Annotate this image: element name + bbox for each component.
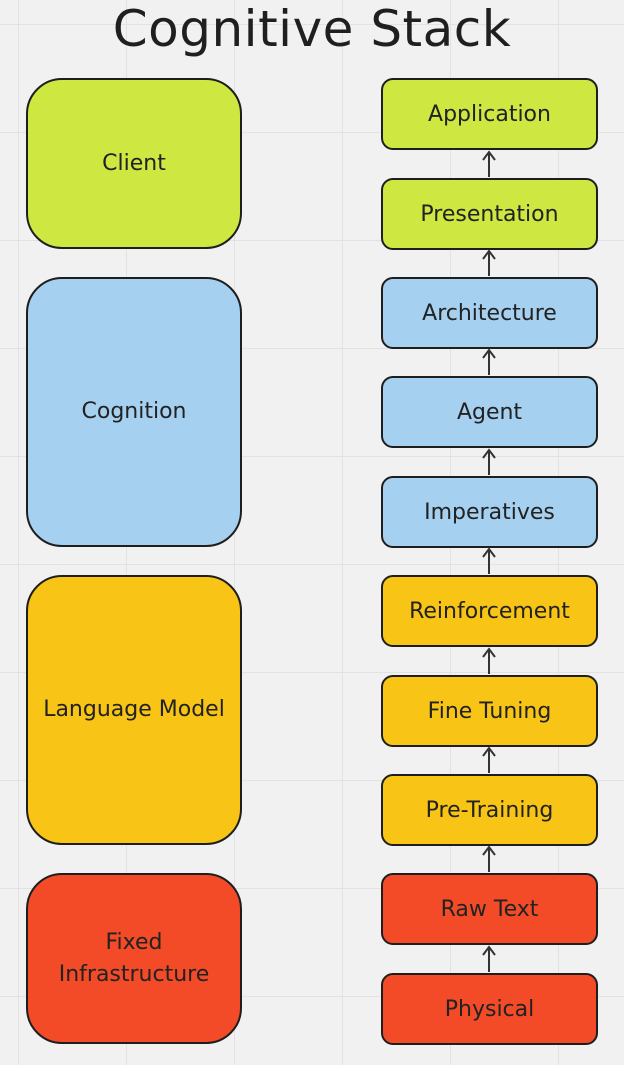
layer-architecture: Architecture bbox=[381, 277, 598, 349]
arrow-physical-to-raw-text bbox=[482, 945, 496, 972]
layer-presentation-label: Presentation bbox=[420, 201, 559, 227]
arrow-imperatives-to-agent bbox=[482, 448, 496, 475]
layer-application: Application bbox=[381, 78, 598, 150]
layer-imperatives: Imperatives bbox=[381, 476, 598, 548]
layer-reinforcement: Reinforcement bbox=[381, 575, 598, 647]
layer-reinforcement-label: Reinforcement bbox=[409, 598, 570, 624]
group-client: Client bbox=[26, 78, 242, 249]
arrow-pre-training-to-fine-tuning bbox=[482, 746, 496, 773]
layer-fine-tuning-label: Fine Tuning bbox=[427, 698, 552, 724]
layer-agent-label: Agent bbox=[456, 399, 523, 425]
group-fixed-infrastructure-label: Fixed Infrastructure bbox=[58, 929, 210, 987]
group-client-label: Client bbox=[102, 150, 166, 176]
arrow-agent-to-architecture bbox=[482, 348, 496, 375]
diagram-title: Cognitive Stack bbox=[112, 0, 512, 58]
arrow-architecture-to-presentation bbox=[482, 249, 496, 276]
arrow-reinforcement-to-imperatives bbox=[482, 547, 496, 574]
layer-physical: Physical bbox=[381, 973, 598, 1045]
layer-fine-tuning: Fine Tuning bbox=[381, 675, 598, 747]
layer-presentation: Presentation bbox=[381, 178, 598, 250]
group-language-model-label: Language Model bbox=[43, 697, 225, 722]
group-cognition: Cognition bbox=[26, 277, 242, 547]
layer-imperatives-label: Imperatives bbox=[424, 499, 555, 525]
arrow-raw-text-to-pre-training bbox=[482, 845, 496, 872]
layer-pre-training: Pre-Training bbox=[381, 774, 598, 846]
layer-raw-text-label: Raw Text bbox=[440, 896, 539, 922]
layer-pre-training-label: Pre-Training bbox=[425, 797, 554, 823]
group-cognition-label: Cognition bbox=[81, 399, 187, 424]
arrow-fine-tuning-to-reinforcement bbox=[482, 647, 496, 674]
group-fixed-infrastructure: Fixed Infrastructure bbox=[26, 873, 242, 1044]
group-language-model: Language Model bbox=[26, 575, 242, 845]
arrow-presentation-to-application bbox=[482, 150, 496, 177]
layer-physical-label: Physical bbox=[444, 996, 535, 1022]
layer-raw-text: Raw Text bbox=[381, 873, 598, 945]
layer-architecture-label: Architecture bbox=[422, 300, 557, 326]
layer-agent: Agent bbox=[381, 376, 598, 448]
layer-application-label: Application bbox=[428, 101, 551, 127]
